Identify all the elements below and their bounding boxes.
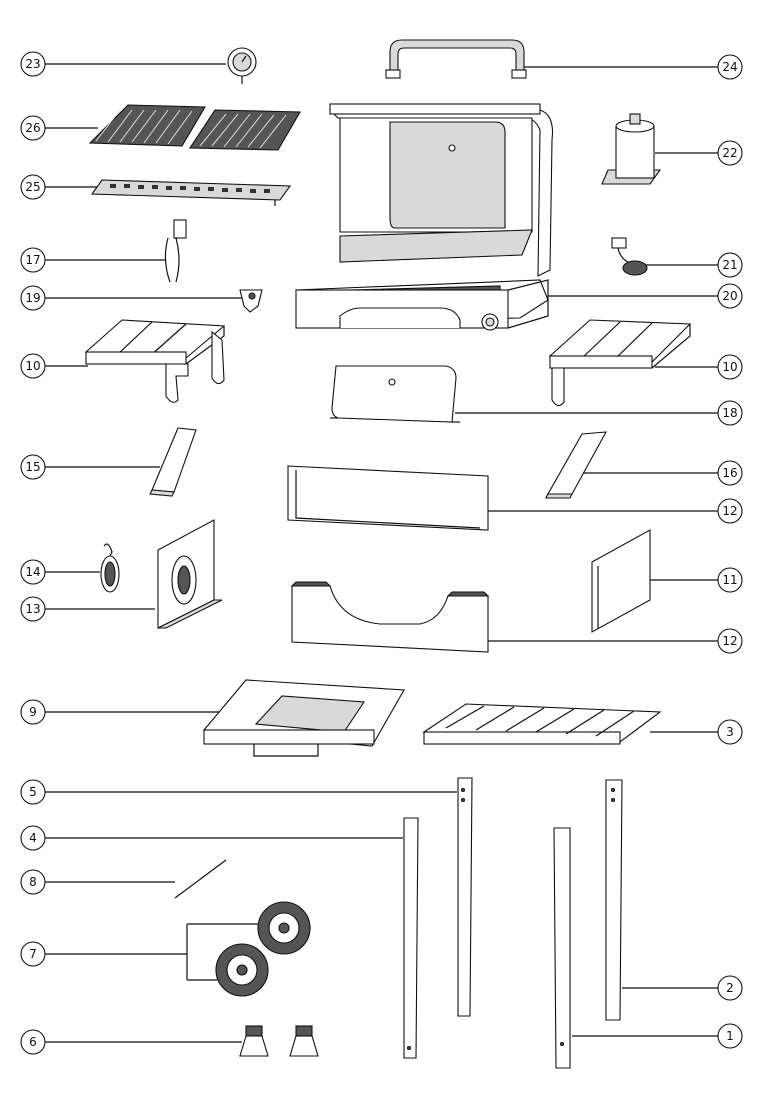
right-side-shelf-part [548, 319, 692, 407]
right-panel-part [591, 529, 651, 633]
svg-text:15: 15 [25, 460, 40, 474]
cooking-grates-part [88, 104, 301, 151]
callout-10-left: 10 [20, 353, 46, 379]
svg-text:16: 16 [722, 466, 737, 480]
wheels-part [215, 901, 311, 997]
callout-20: 19 [20, 285, 46, 311]
left-panel-part [157, 519, 223, 629]
callout-12-label: 12 [722, 634, 737, 648]
lid-handle-part [385, 39, 527, 79]
callout-7: 7 [20, 941, 46, 967]
svg-text:2: 2 [726, 981, 734, 995]
right-bracket-part [545, 431, 607, 499]
leg-1-part [553, 827, 571, 1069]
callout-2: 2 [717, 975, 743, 1001]
bottle-opener-part [239, 289, 263, 313]
grease-tray-part [202, 679, 405, 757]
axle-part [174, 859, 227, 899]
leg-4-part [403, 817, 419, 1059]
callout-10-right: 10 [717, 354, 743, 380]
svg-text:18: 18 [722, 406, 737, 420]
svg-text:9: 9 [29, 705, 37, 719]
svg-text:14: 14 [25, 565, 40, 579]
svg-text:10: 10 [25, 359, 40, 373]
callout-12: 12 [717, 628, 743, 654]
svg-text:6: 6 [29, 1035, 37, 1049]
callout-22: 21 [717, 252, 743, 278]
svg-text:21: 21 [722, 258, 737, 272]
callout-27: 26 [20, 115, 46, 141]
svg-text:13: 13 [25, 602, 40, 616]
svg-text:4: 4 [29, 831, 37, 845]
callout-21: 20 [717, 283, 743, 309]
svg-text:20: 20 [722, 289, 737, 303]
svg-text:22: 22 [722, 146, 737, 160]
callout-5: 5 [20, 779, 46, 805]
callout-16: 15 [20, 454, 46, 480]
left-bracket-part [149, 427, 197, 497]
svg-text:24: 24 [722, 60, 737, 74]
front-panel-part [290, 581, 490, 653]
callout-6: 6 [20, 1029, 46, 1055]
regulator-hose-part [611, 237, 648, 276]
svg-text:3: 3 [726, 725, 734, 739]
callout-layer: 23 26 25 17 19 10 15 14 13 9 5 4 8 7 6 [20, 51, 743, 1055]
callout-3: 3 [717, 719, 743, 745]
svg-text:19: 19 [25, 291, 40, 305]
callout-15: 14 [20, 559, 46, 585]
callout-26: 25 [20, 174, 46, 200]
callout-11: 11 [717, 567, 743, 593]
svg-text:23: 23 [25, 57, 40, 71]
grease-cup-part [601, 113, 662, 185]
svg-text:10: 10 [722, 360, 737, 374]
leg-2-part [605, 779, 623, 1021]
svg-text:25: 25 [25, 180, 40, 194]
left-side-shelf-part [84, 319, 226, 403]
callout-19: 18 [717, 400, 743, 426]
callout-25: 24 [717, 54, 743, 80]
warming-rack-part [90, 179, 292, 206]
callout-14: 13 [20, 596, 46, 622]
svg-text:12: 12 [722, 504, 737, 518]
svg-text:11: 11 [722, 573, 737, 587]
leg-5-part [457, 777, 473, 1017]
thermometer-part [227, 47, 257, 84]
callout-17: 16 [717, 460, 743, 486]
leg-caps-part [239, 1025, 319, 1057]
bottom-shelf-part [422, 703, 662, 745]
svg-text:1: 1 [726, 1029, 734, 1043]
svg-text:7: 7 [29, 947, 37, 961]
callout-9: 9 [20, 699, 46, 725]
wheel-piece-part [100, 543, 120, 593]
svg-text:8: 8 [29, 875, 37, 889]
callout-18: 17 [20, 247, 46, 273]
callout-1: 1 [717, 1023, 743, 1049]
firebox-part [295, 103, 554, 331]
back-panel-part [287, 465, 489, 531]
igniter-part [164, 219, 187, 283]
svg-text:26: 26 [25, 121, 40, 135]
callout-23: 22 [717, 140, 743, 166]
callout-4: 4 [20, 825, 46, 851]
heat-shield-part [330, 365, 460, 423]
svg-text:5: 5 [29, 785, 37, 799]
callout-8: 8 [20, 869, 46, 895]
callout-13: 12 [717, 498, 743, 524]
callout-24: 23 [20, 51, 46, 77]
svg-text:17: 17 [25, 253, 40, 267]
